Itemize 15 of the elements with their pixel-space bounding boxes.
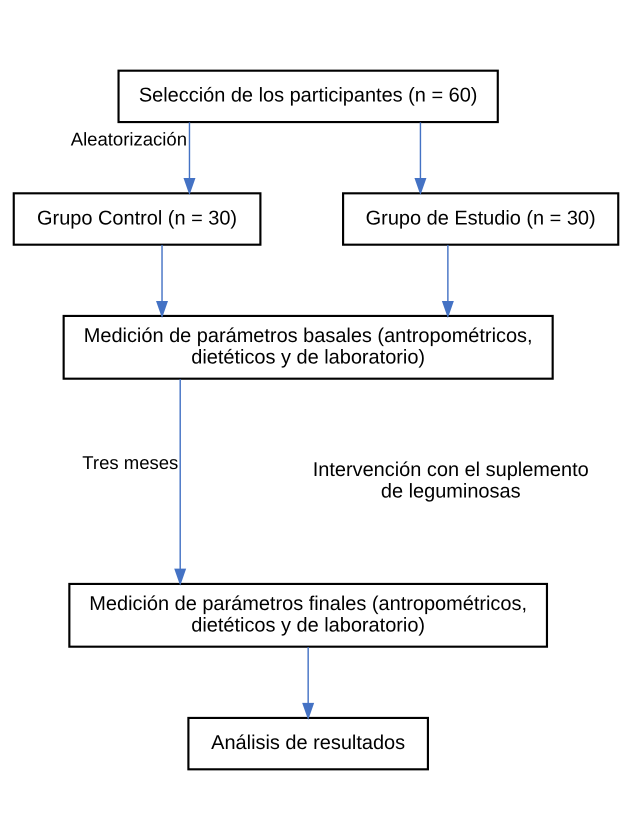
arrow xyxy=(302,646,314,720)
node-box: Selección de los participantes (n = 60) xyxy=(117,69,499,123)
arrow xyxy=(174,378,186,586)
node-box: Grupo Control (n = 30) xyxy=(12,192,262,246)
node-box: Grupo de Estudio (n = 30) xyxy=(342,192,620,246)
arrow xyxy=(414,122,426,195)
arrow xyxy=(156,244,168,318)
label: Intervención con el suplemento de leguminosas xyxy=(312,458,589,502)
edge-label: Tres meses xyxy=(82,452,178,473)
node-box: Medición de parámetros basales (antropométricos, dietéticos y de laboratorio) xyxy=(62,314,554,380)
edge-label: Aleatorización xyxy=(70,128,188,149)
arrow xyxy=(183,122,196,195)
node-box: Análisis de resultados xyxy=(187,716,429,770)
arrow xyxy=(442,244,454,318)
node-box: Medición de parámetros finales (antropométricos, dietéticos y de laboratorio) xyxy=(68,582,548,648)
